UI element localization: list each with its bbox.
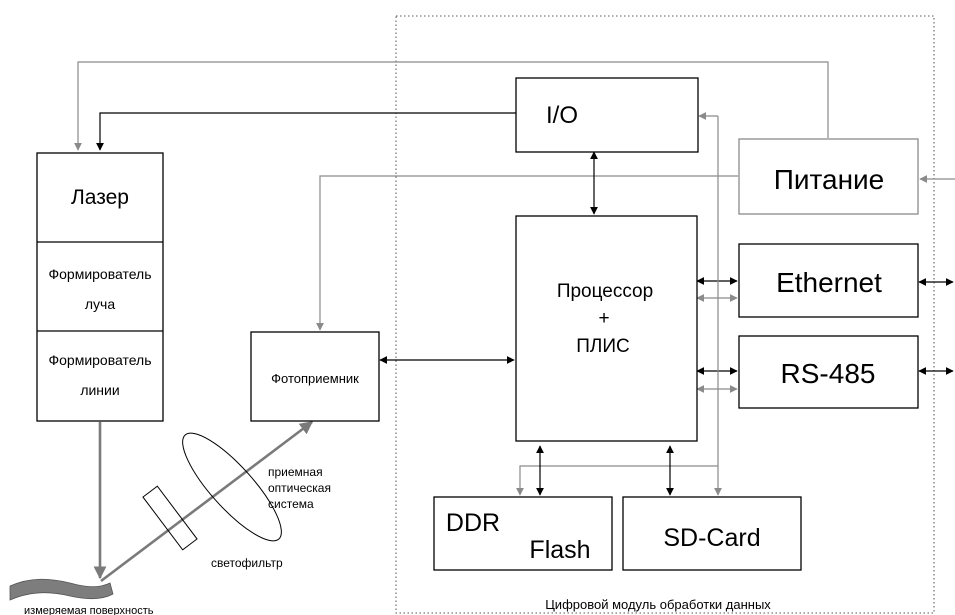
filter-label: светофильтр	[211, 556, 283, 570]
processor-block	[515, 215, 698, 442]
ethernet-block	[738, 243, 919, 318]
optics-label-3: система	[268, 497, 314, 511]
laser-label: Лазер	[71, 186, 129, 209]
digital-module-frame	[395, 15, 935, 614]
digital-module-label: Цифровой модуль обработки данных	[545, 597, 771, 612]
power-to-photodetector-line	[316, 175, 738, 331]
ddr-label: DDR	[446, 509, 500, 537]
sdcard-label: SD-Card	[663, 524, 760, 552]
io-label: I/O	[546, 102, 578, 129]
reflected-beam	[100, 420, 314, 583]
light-filter	[142, 485, 198, 551]
power-block	[738, 138, 919, 215]
io-to-laser-line	[96, 112, 516, 151]
io-block	[515, 77, 699, 153]
power-to-laser-line	[74, 61, 829, 151]
beam-former-label-2: луча	[85, 296, 115, 312]
laser-block	[36, 152, 164, 422]
sdcard-block	[622, 496, 802, 571]
optics-label-1: приемная	[268, 465, 323, 479]
line-former-label-1: Формирователь	[48, 352, 151, 368]
surface-label: измеряемая поверхность	[24, 605, 154, 615]
power-bus-to-ddr	[516, 465, 718, 496]
processor-label-3: ПЛИС	[576, 336, 630, 357]
optics	[9, 420, 314, 601]
ddr-flash-block	[433, 496, 613, 571]
flash-label: Flash	[529, 536, 590, 564]
optics-label-2: оптическая	[268, 481, 331, 495]
line-former-label-2: линии	[80, 382, 119, 398]
connections	[74, 61, 955, 496]
beam-former-label-1: Формирователь	[48, 266, 151, 282]
photodetector-label: Фотоприемник	[271, 371, 359, 386]
receiving-lens	[182, 432, 282, 542]
rs485-block	[738, 335, 919, 409]
photodetector-block	[250, 331, 380, 422]
ethernet-label: Ethernet	[776, 267, 882, 298]
measured-surface	[9, 578, 114, 601]
processor-label-2: +	[598, 308, 609, 329]
processor-label-1: Процессор	[557, 281, 653, 302]
rs485-label: RS-485	[781, 358, 876, 389]
power-label: Питание	[774, 164, 885, 195]
